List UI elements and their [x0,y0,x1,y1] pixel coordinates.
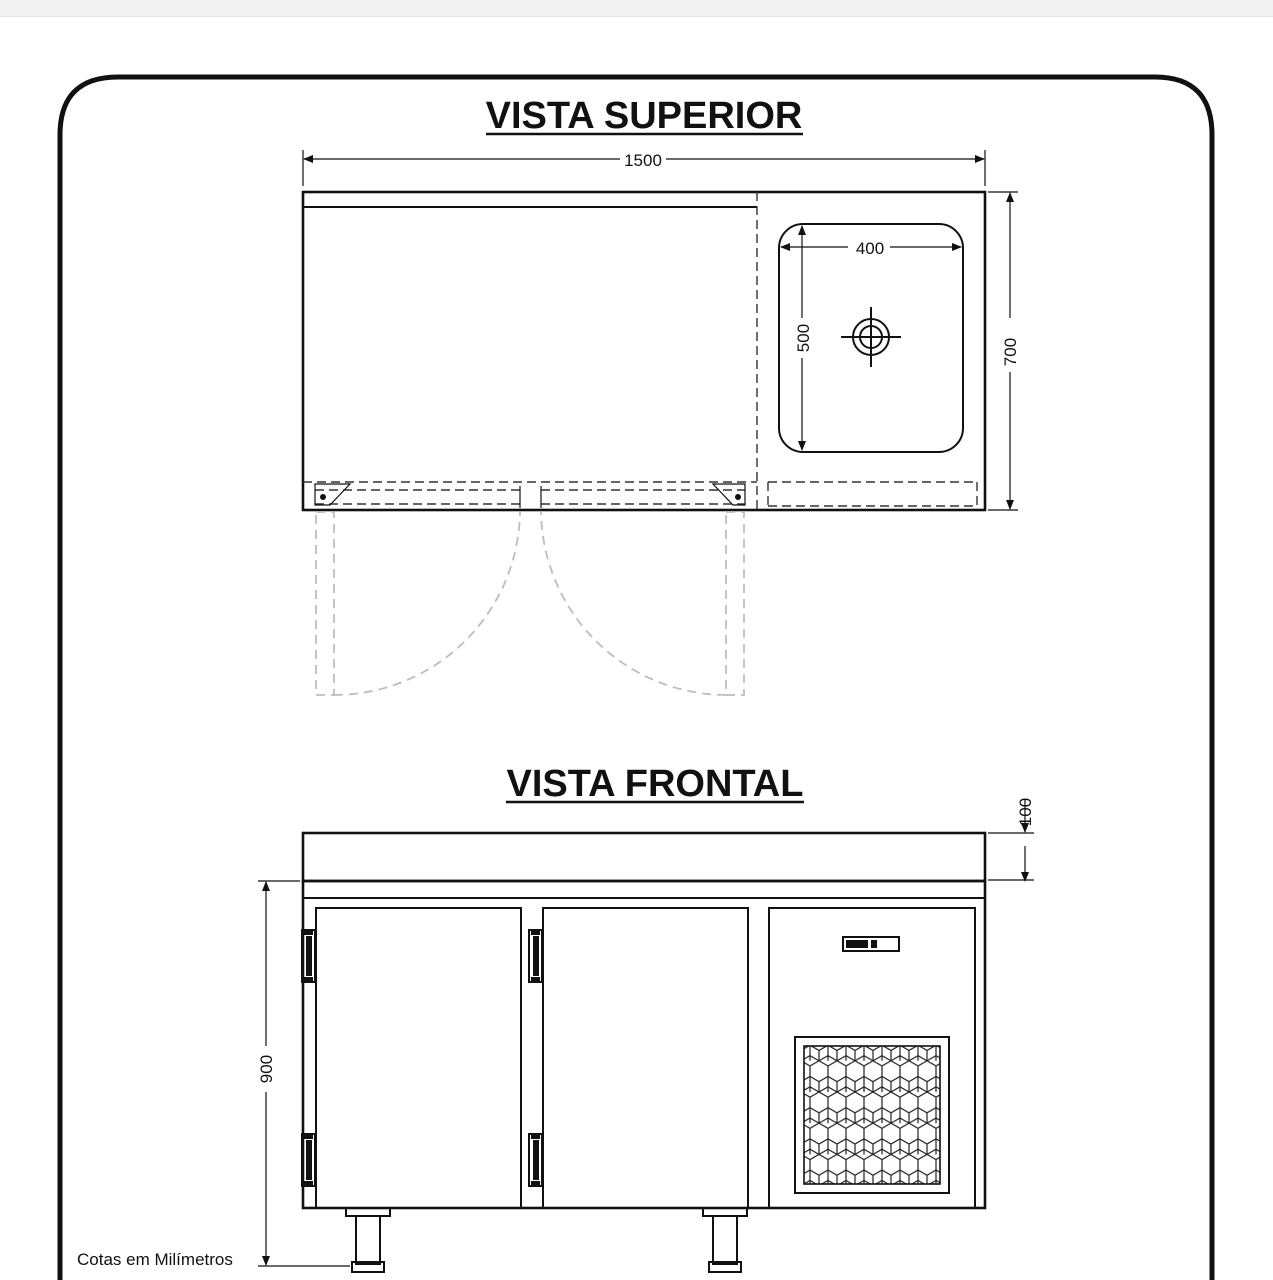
door-swing-right [540,511,745,696]
ventilation-grille [794,1036,950,1194]
front-view-title: VISTA FRONTAL [507,763,804,805]
width-dimension: 1500 [302,150,986,186]
hinge-left-icon [314,483,352,506]
hinge-icon-2 [301,1133,316,1187]
hinge-icon-4 [528,1133,543,1187]
width-dimension-label: 1500 [624,151,662,170]
sink-width-label: 400 [856,239,884,258]
backsplash-height-dimension: 100 [988,798,1035,882]
hinge-icon-1 [301,929,316,983]
sink-length-label: 500 [794,324,813,352]
backsplash-height-label: 100 [1016,798,1035,826]
body-height-label: 900 [257,1055,276,1083]
sink-bowl [778,223,964,453]
leg-left [345,1207,391,1273]
body-height-dimension: 900 [257,880,350,1267]
depth-dimension-label: 700 [1001,338,1020,366]
sink-length-dimension: 500 [794,225,813,451]
depth-dimension: 700 [988,191,1020,511]
temperature-controller-icon [842,936,900,952]
drain-icon [841,307,901,367]
top-view: VISTA SUPERIOR 1500 400 500 [301,95,1020,696]
units-note: Cotas em Milímetros [77,1250,233,1269]
door-right [542,907,749,1209]
sheet-frame [57,74,1215,1280]
viewer-top-bar [0,0,1273,17]
front-view: VISTA FRONTAL 100 [77,763,1035,1273]
door-swing-left [315,511,521,696]
hinge-right-icon [711,483,746,506]
machine-compartment-panel [768,907,976,1209]
hinge-icon-3 [528,929,543,983]
front-strip [303,481,978,508]
top-view-title: VISTA SUPERIOR [486,95,803,137]
backsplash [301,831,987,883]
door-left [315,907,522,1209]
countertop-outline [301,190,987,512]
leg-right [702,1207,748,1273]
sink-width-dimension: 400 [780,239,962,258]
